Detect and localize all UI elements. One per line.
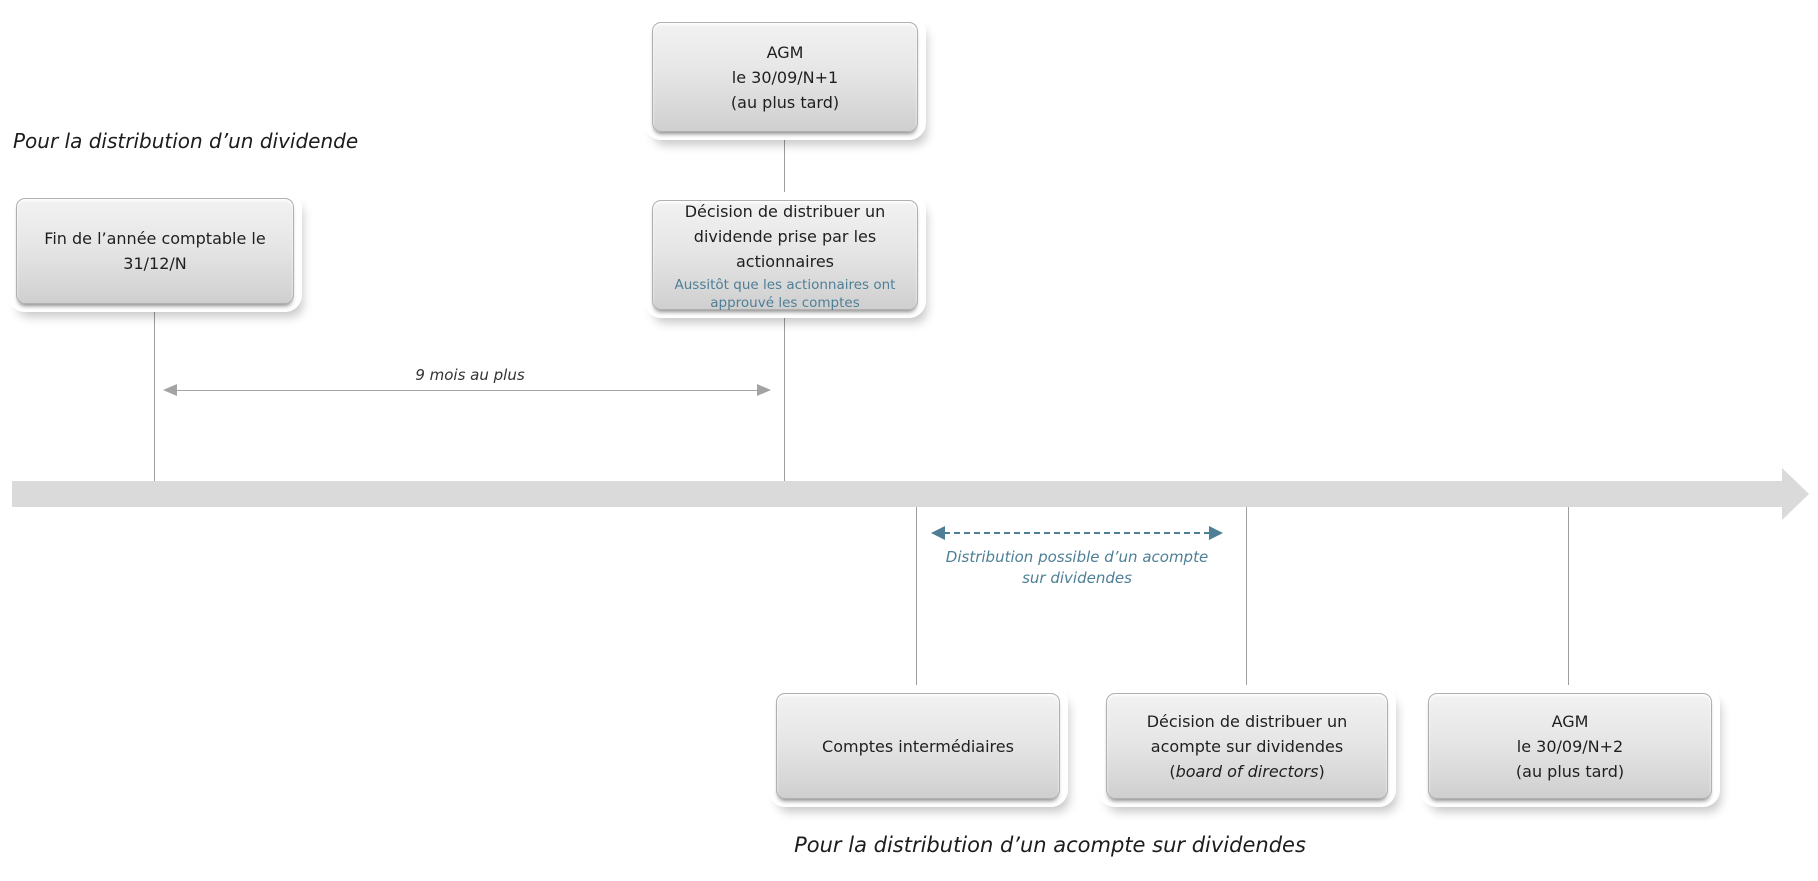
box-fiscal-year-end-line2: 31/12/N (123, 254, 187, 273)
label-interim-window-line1: Distribution possible d’un acompte (945, 548, 1209, 566)
box-interim-decision: Décision de distribuer un acompte sur di… (1106, 693, 1388, 799)
connector-timeline-to-interim-accounts (916, 507, 917, 685)
box-dividend-decision-line1: Décision de distribuer un (684, 201, 886, 221)
connector-decision-to-timeline (784, 317, 785, 481)
box-interim-decision-line1: Décision de distribuer un (1146, 711, 1348, 731)
interim-window-dashed-line (944, 532, 1210, 534)
box-fiscal-year-end: Fin de l’année comptable le 31/12/N (16, 198, 294, 304)
box-agm-n1: AGM le 30/09/N+1 (au plus tard) (652, 22, 918, 132)
box-agm-n1-line2: le 30/09/N+1 (731, 67, 839, 87)
box-dividend-decision-line2: dividende prise par les (693, 226, 877, 246)
box-agm-n1-line3: (au plus tard) (730, 92, 840, 112)
connector-timeline-to-interim-decision (1246, 507, 1247, 685)
box-interim-decision-paren-open: ( (1169, 761, 1176, 781)
box-agm-n2: AGM le 30/09/N+2 (au plus tard) (1428, 693, 1712, 799)
nine-months-arrow-line (176, 390, 758, 391)
box-fiscal-year-end-line1: Fin de l’année comptable le (44, 229, 266, 248)
interim-window-arrowhead-left-icon (931, 526, 945, 540)
box-dividend-decision: Décision de distribuer un dividende pris… (652, 200, 918, 311)
box-interim-accounts: Comptes intermédiaires (776, 693, 1060, 799)
label-nine-months: 9 mois au plus (415, 366, 525, 384)
nine-months-arrowhead-left-icon (163, 384, 177, 396)
timeline-arrowhead-icon (1782, 468, 1809, 520)
caption-dividend-distribution: Pour la distribution d’un dividende (13, 129, 359, 153)
box-agm-n2-line1: AGM (1551, 711, 1589, 731)
box-interim-decision-paren-close: ) (1318, 761, 1325, 781)
box-interim-decision-line2: acompte sur dividendes (1150, 736, 1344, 756)
box-dividend-decision-note1: Aussitôt que les actionnaires ont (674, 276, 896, 293)
label-interim-window-line2: sur dividendes (1022, 569, 1132, 587)
box-interim-accounts-line1: Comptes intermédiaires (822, 736, 1014, 756)
box-interim-decision-board-text: board of directors (1175, 761, 1319, 781)
connector-timeline-to-agm-n2 (1568, 507, 1569, 685)
connector-agm-to-decision (784, 140, 785, 192)
label-interim-window: Distribution possible d’un acompte sur d… (927, 547, 1227, 589)
box-agm-n1-line1: AGM (766, 42, 804, 62)
caption-interim-distribution: Pour la distribution d’un acompte sur di… (794, 833, 1306, 857)
box-agm-n2-line2: le 30/09/N+2 (1516, 736, 1624, 756)
timeline-bar (12, 481, 1783, 507)
box-dividend-decision-line3: actionnaires (735, 251, 835, 271)
box-dividend-decision-note2: approuvé les comptes (710, 294, 860, 311)
box-interim-decision-line3: (board of directors) (1169, 759, 1324, 784)
nine-months-arrowhead-right-icon (757, 384, 771, 396)
box-agm-n2-line3: (au plus tard) (1515, 761, 1625, 781)
interim-window-arrowhead-right-icon (1209, 526, 1223, 540)
connector-fiscalend-to-timeline (154, 311, 155, 481)
